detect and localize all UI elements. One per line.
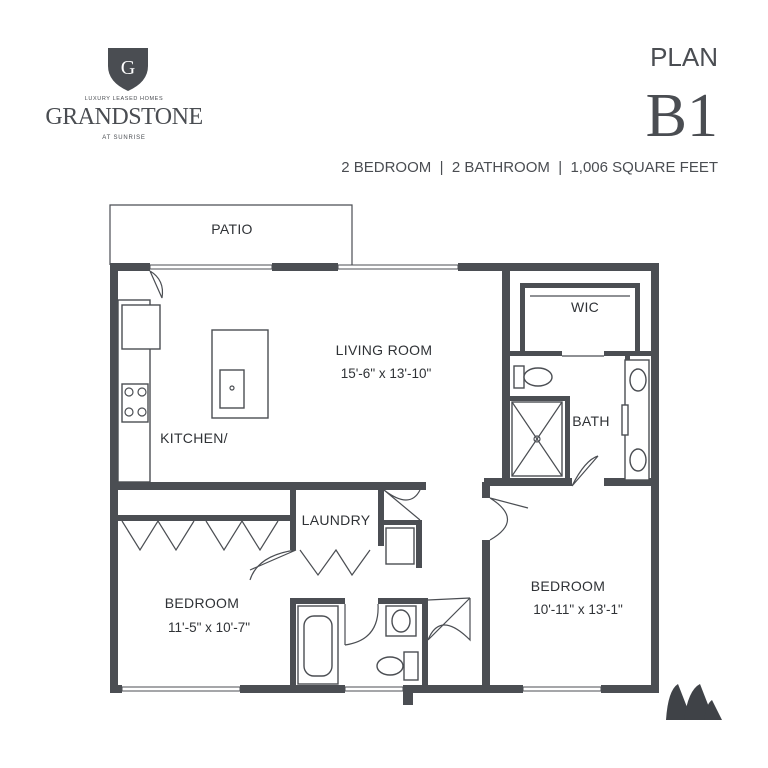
doors xyxy=(121,270,604,646)
brand-logo: G LUXURY LEASED HOMES GRANDSTONE AT SUNR… xyxy=(45,48,203,141)
bathtub-icon xyxy=(297,605,339,685)
label-living-room: LIVING ROOM xyxy=(336,342,433,358)
island-sink xyxy=(219,369,245,409)
brand-name: GRANDSTONE xyxy=(45,104,202,130)
label-bedroom-1: BEDROOM xyxy=(165,595,239,611)
brand-tagline: LUXURY LEASED HOMES xyxy=(85,96,163,102)
fixtures xyxy=(117,295,650,685)
shield-crest-icon xyxy=(108,48,148,91)
refrigerator xyxy=(121,304,161,350)
label-living-dim: 15'-6" x 13'-10" xyxy=(341,366,432,381)
label-wic: WIC xyxy=(571,299,599,315)
mountain-logo-icon xyxy=(666,684,722,720)
exterior-walls xyxy=(110,263,659,705)
patio-area xyxy=(109,204,353,265)
label-laundry: LAUNDRY xyxy=(302,512,371,528)
label-kitchen: KITCHEN/ xyxy=(160,430,228,446)
toilet-icon xyxy=(376,651,419,681)
label-bath: BATH xyxy=(572,413,610,429)
plan-heading: PLAN B1 2 BEDROOM | 2 BATHROOM | 1,006 S… xyxy=(341,42,718,176)
plan-summary: 2 BEDROOM | 2 BATHROOM | 1,006 SQUARE FE… xyxy=(341,159,718,176)
linen-closet xyxy=(385,527,415,565)
label-bedroom-2-dim: 10'-11" x 13'-1" xyxy=(533,602,623,617)
plan-label: PLAN xyxy=(650,42,718,72)
room-labels: PATIO WIC LIVING ROOM 15'-6" x 13'-10" B… xyxy=(160,221,623,635)
brand-sub: AT SUNRISE xyxy=(102,135,145,141)
plan-code: B1 xyxy=(646,82,718,150)
toilet-icon xyxy=(513,365,553,389)
label-bedroom-2: BEDROOM xyxy=(531,578,605,594)
label-patio: PATIO xyxy=(211,221,252,237)
brand-monogram: G xyxy=(121,57,135,79)
label-bedroom-1-dim: 11'-5" x 10'-7" xyxy=(168,620,250,635)
shower-icon xyxy=(511,401,563,477)
